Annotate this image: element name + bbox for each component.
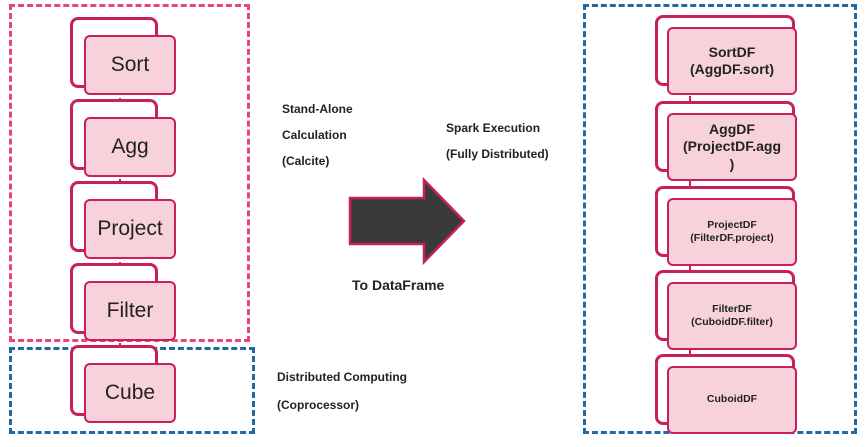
connector <box>689 349 691 357</box>
standalone-label: Stand-Alone Calculation (Calcite) <box>282 102 353 168</box>
right-arrow-icon <box>348 176 466 266</box>
arrow-label: To DataFrame <box>352 277 445 293</box>
connector <box>689 265 691 273</box>
distributed-label: Distributed Computing (Coprocessor) <box>277 370 407 412</box>
connector <box>689 96 691 104</box>
connector <box>689 181 691 189</box>
spark-label: Spark Execution (Fully Distributed) <box>446 121 549 162</box>
